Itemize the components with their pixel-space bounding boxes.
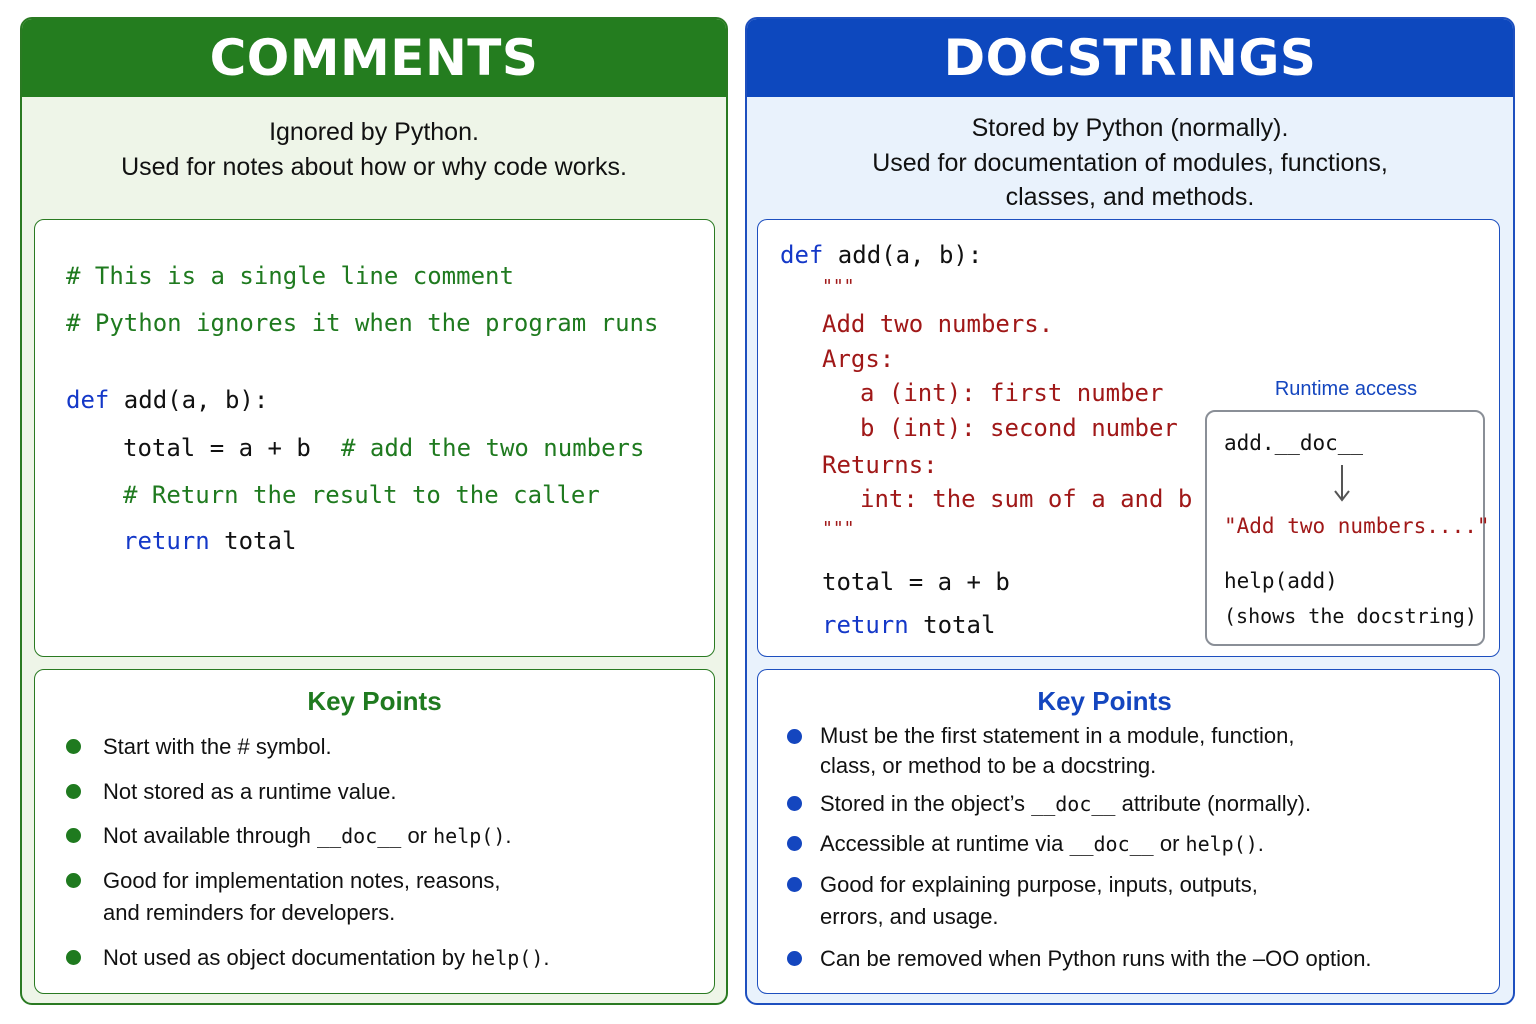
point-code: __doc__ bbox=[1069, 832, 1154, 856]
point-text: or bbox=[1153, 831, 1186, 856]
comments-point-3: Not available through __doc__ or help(). bbox=[103, 820, 512, 852]
docstrings-intro: Stored by Python (normally). Used for do… bbox=[747, 111, 1513, 215]
point-line: Must be the first statement in a module,… bbox=[820, 723, 1295, 748]
comments-keypoints-title: Key Points bbox=[307, 686, 442, 716]
bullet-dot bbox=[66, 873, 81, 888]
point-code: help() bbox=[433, 824, 506, 848]
comments-point-5: Not used as object documentation by help… bbox=[103, 942, 550, 974]
docstring-arg-a: a (int): first number bbox=[860, 379, 1164, 407]
bullet-dot bbox=[66, 739, 81, 754]
docstrings-intro-line-3: classes, and methods. bbox=[1005, 183, 1255, 211]
comments-intro-line-2: Used for notes about how or why code wor… bbox=[121, 152, 627, 181]
docstrings-intro-line-2: Used for documentation of modules, funct… bbox=[872, 148, 1388, 177]
point-text: . bbox=[543, 945, 550, 970]
bullet-dot bbox=[787, 729, 802, 744]
docstrings-keypoints-title: Key Points bbox=[1037, 686, 1172, 716]
down-arrow-icon bbox=[1334, 465, 1350, 502]
def-keyword: def bbox=[66, 386, 110, 414]
return-value: total bbox=[209, 527, 297, 555]
runtime-help-call: help(add) bbox=[1224, 569, 1338, 593]
point-text: Accessible at runtime via bbox=[820, 831, 1070, 856]
point-line: and reminders for developers. bbox=[103, 899, 396, 925]
comments-point-4: Good for implementation notes, reasons, a… bbox=[103, 865, 500, 929]
docstrings-title: DOCSTRINGS bbox=[747, 19, 1513, 97]
def-signature: add(a, b): bbox=[109, 386, 269, 414]
point-code: help() bbox=[471, 946, 544, 970]
comments-point-1: Start with the # symbol. bbox=[103, 734, 332, 759]
code-return-line: return total bbox=[123, 527, 296, 555]
code-inline-comment: # add the two numbers bbox=[341, 434, 645, 462]
point-code: __doc__ bbox=[1031, 792, 1116, 816]
bullet-dot bbox=[787, 951, 802, 966]
comments-keypoints-box bbox=[34, 669, 715, 994]
runtime-doc-expression: add.__doc__ bbox=[1224, 431, 1364, 455]
docstrings-intro-line-1: Stored by Python (normally). bbox=[971, 114, 1289, 142]
code-total-line: total = a + b bbox=[123, 434, 311, 462]
comments-title: COMMENTS bbox=[22, 19, 726, 97]
docstring-close-quotes: """ bbox=[822, 518, 855, 539]
docstring-open-quotes: """ bbox=[822, 276, 855, 297]
runtime-help-note: (shows the docstring) bbox=[1224, 604, 1477, 628]
docstrings-point-5: Can be removed when Python runs with the… bbox=[820, 946, 1372, 971]
point-line: Good for explaining purpose, inputs, out… bbox=[820, 872, 1258, 897]
code-return-comment: # Return the result to the caller bbox=[123, 481, 600, 509]
docstrings-point-1: Must be the first statement in a module,… bbox=[820, 721, 1294, 781]
return-value: total bbox=[908, 611, 996, 639]
bullet-dot bbox=[66, 784, 81, 799]
return-keyword: return bbox=[822, 611, 909, 639]
code-def-line: def add(a, b): bbox=[66, 386, 268, 414]
docstring-returns-header: Returns: bbox=[822, 451, 938, 479]
point-code: __doc__ bbox=[317, 824, 402, 848]
docstring-args-header: Args: bbox=[822, 345, 895, 373]
code-comment-line-1: # This is a single line comment bbox=[66, 262, 514, 290]
docstrings-point-3: Accessible at runtime via __doc__ or hel… bbox=[820, 828, 1264, 860]
docstring-summary: Add two numbers. bbox=[822, 310, 1054, 338]
point-line: class, or method to be a docstring. bbox=[820, 752, 1157, 778]
bullet-dot bbox=[66, 950, 81, 965]
point-text: Not used as object documentation by bbox=[103, 945, 472, 970]
point-text: Stored in the object’s bbox=[820, 791, 1032, 816]
point-line: errors, and usage. bbox=[820, 903, 999, 929]
point-line: Good for implementation notes, reasons, bbox=[103, 868, 501, 893]
point-text: attribute (normally). bbox=[1115, 791, 1312, 816]
def-keyword: def bbox=[780, 241, 824, 269]
comments-intro-line-1: Ignored by Python. bbox=[269, 118, 479, 146]
doc-return-line: return total bbox=[822, 611, 995, 639]
return-keyword: return bbox=[123, 527, 210, 555]
doc-def-line: def add(a, b): bbox=[780, 241, 982, 269]
comments-code-box bbox=[34, 219, 715, 657]
point-code: help() bbox=[1185, 832, 1258, 856]
docstring-returns-desc: int: the sum of a and b bbox=[860, 485, 1193, 513]
docstrings-point-4: Good for explaining purpose, inputs, out… bbox=[820, 869, 1258, 933]
doc-total-line: total = a + b bbox=[822, 568, 1010, 596]
docstrings-point-2: Stored in the object’s __doc__ attribute… bbox=[820, 788, 1311, 820]
point-text: . bbox=[1257, 831, 1264, 856]
runtime-access-box bbox=[1205, 410, 1485, 646]
code-comment-line-2: # Python ignores it when the program run… bbox=[66, 309, 659, 337]
docstrings-keypoints-box bbox=[757, 669, 1500, 994]
bullet-dot bbox=[787, 836, 802, 851]
docstring-arg-b: b (int): second number bbox=[860, 414, 1178, 442]
point-text: Not available through bbox=[103, 823, 318, 848]
def-signature: add(a, b): bbox=[823, 241, 983, 269]
comments-intro: Ignored by Python. Used for notes about … bbox=[22, 115, 726, 184]
bullet-dot bbox=[787, 877, 802, 892]
bullet-dot bbox=[66, 828, 81, 843]
point-text: . bbox=[505, 823, 512, 848]
point-text: or bbox=[401, 823, 434, 848]
bullet-dot bbox=[787, 796, 802, 811]
runtime-doc-result: "Add two numbers...." bbox=[1224, 514, 1490, 538]
runtime-access-title: Runtime access bbox=[1274, 378, 1418, 400]
comments-point-2: Not stored as a runtime value. bbox=[103, 779, 397, 804]
